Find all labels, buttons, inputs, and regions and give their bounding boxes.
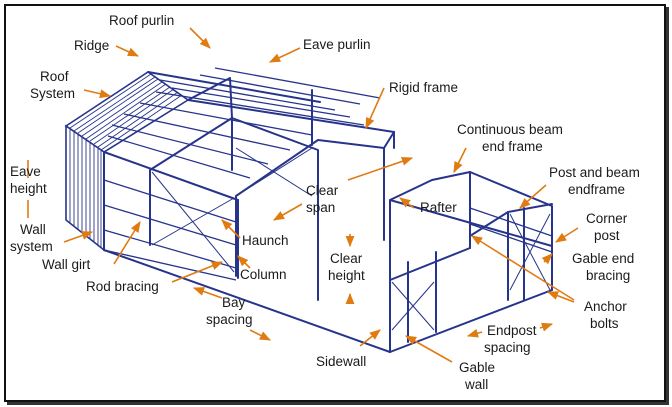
gable-end-bracing	[391, 213, 551, 331]
arrow-roof-system	[83, 89, 112, 99]
arrow-anchor-bolts-1	[471, 235, 575, 301]
arrow-rod-bracing	[171, 261, 224, 283]
arrow-bay-spacing-left	[192, 287, 223, 299]
label-endpost-spacing-2: spacing	[484, 340, 531, 355]
label-clear-span-1: Clear	[306, 183, 339, 198]
label-wall-system-2: system	[10, 239, 53, 254]
labels: Roof purlin Ridge Eave purlin Roof Syste…	[10, 13, 640, 392]
label-anchor-bolts-1: Anchor	[584, 299, 627, 314]
arrow-rigid-frame	[365, 87, 385, 130]
ridge-beam	[147, 71, 321, 103]
arrow-gable-bracing	[541, 253, 553, 265]
label-gable-bracing-1: Gable end	[572, 251, 634, 266]
label-clear-height-2: height	[328, 268, 365, 283]
label-ridge: Ridge	[74, 38, 109, 53]
right-girts	[469, 207, 553, 253]
label-gable-wall-2: wall	[464, 377, 488, 392]
label-clear-height-1: Clear	[330, 251, 363, 266]
arrow-rafter	[399, 197, 415, 209]
label-corner-post-2: post	[594, 228, 620, 243]
label-wall-system-1: Wall	[20, 222, 46, 237]
label-roof-system-1: Roof	[40, 69, 69, 84]
label-corner-post-1: Corner	[586, 211, 628, 226]
label-gable-wall-1: Gable	[459, 360, 495, 375]
label-continuous-beam-2: end frame	[482, 139, 543, 154]
label-anchor-bolts-2: bolts	[590, 316, 619, 331]
arrow-continuous-beam	[453, 147, 467, 174]
arrow-column	[237, 255, 251, 269]
label-clear-span-2: span	[306, 200, 335, 215]
arrow-wall-girt	[113, 221, 141, 265]
arrow-haunch	[221, 219, 241, 239]
arrow-bay-spacing-right	[249, 329, 272, 341]
diagram-frame	[4, 4, 666, 402]
base-line	[103, 249, 391, 353]
rod-bracing	[151, 147, 313, 273]
arrow-ridge	[115, 45, 140, 57]
arrow-clear-span-left	[273, 203, 303, 221]
arrow-roof-purlin	[189, 27, 211, 49]
arrow-anchor-bolts-2	[546, 291, 575, 303]
label-bay-spacing-2: spacing	[206, 312, 253, 327]
label-sidewall: Sidewall	[316, 354, 366, 369]
label-rod-bracing: Rod bracing	[86, 279, 159, 294]
label-haunch: Haunch	[242, 233, 289, 248]
arrow-sidewall	[359, 329, 381, 347]
arrow-eave-purlin	[268, 47, 301, 63]
label-eave-height-1: Eave	[10, 164, 41, 179]
arrow-gable-wall	[405, 335, 453, 363]
eave-lines	[103, 99, 395, 201]
label-eave-height-2: height	[10, 181, 47, 196]
arrow-corner-post	[555, 227, 579, 243]
label-post-beam-1: Post and beam	[549, 165, 640, 180]
label-rigid-frame: Rigid frame	[389, 80, 458, 95]
arrow-clear-span-right	[347, 157, 414, 181]
arrow-endpost-spacing-left	[466, 328, 483, 338]
label-endpost-spacing-1: Endpost	[487, 323, 537, 338]
label-bay-spacing-1: Bay	[222, 295, 246, 310]
label-column: Column	[240, 267, 287, 282]
label-roof-system-2: System	[30, 86, 75, 101]
label-eave-purlin: Eave purlin	[303, 37, 371, 52]
left-building	[64, 67, 395, 353]
label-continuous-beam-1: Continuous beam	[457, 122, 563, 137]
label-gable-bracing-2: bracing	[586, 268, 630, 283]
label-roof-purlin: Roof purlin	[109, 13, 174, 28]
label-wall-girt: Wall girt	[42, 257, 91, 272]
arrow-wall-system	[63, 231, 94, 243]
label-post-beam-2: endframe	[568, 182, 625, 197]
arrow-endpost-spacing-right	[539, 322, 554, 332]
label-rafter: Rafter	[420, 200, 457, 215]
arrow-post-beam	[519, 184, 547, 209]
leader-arrows	[27, 27, 579, 363]
